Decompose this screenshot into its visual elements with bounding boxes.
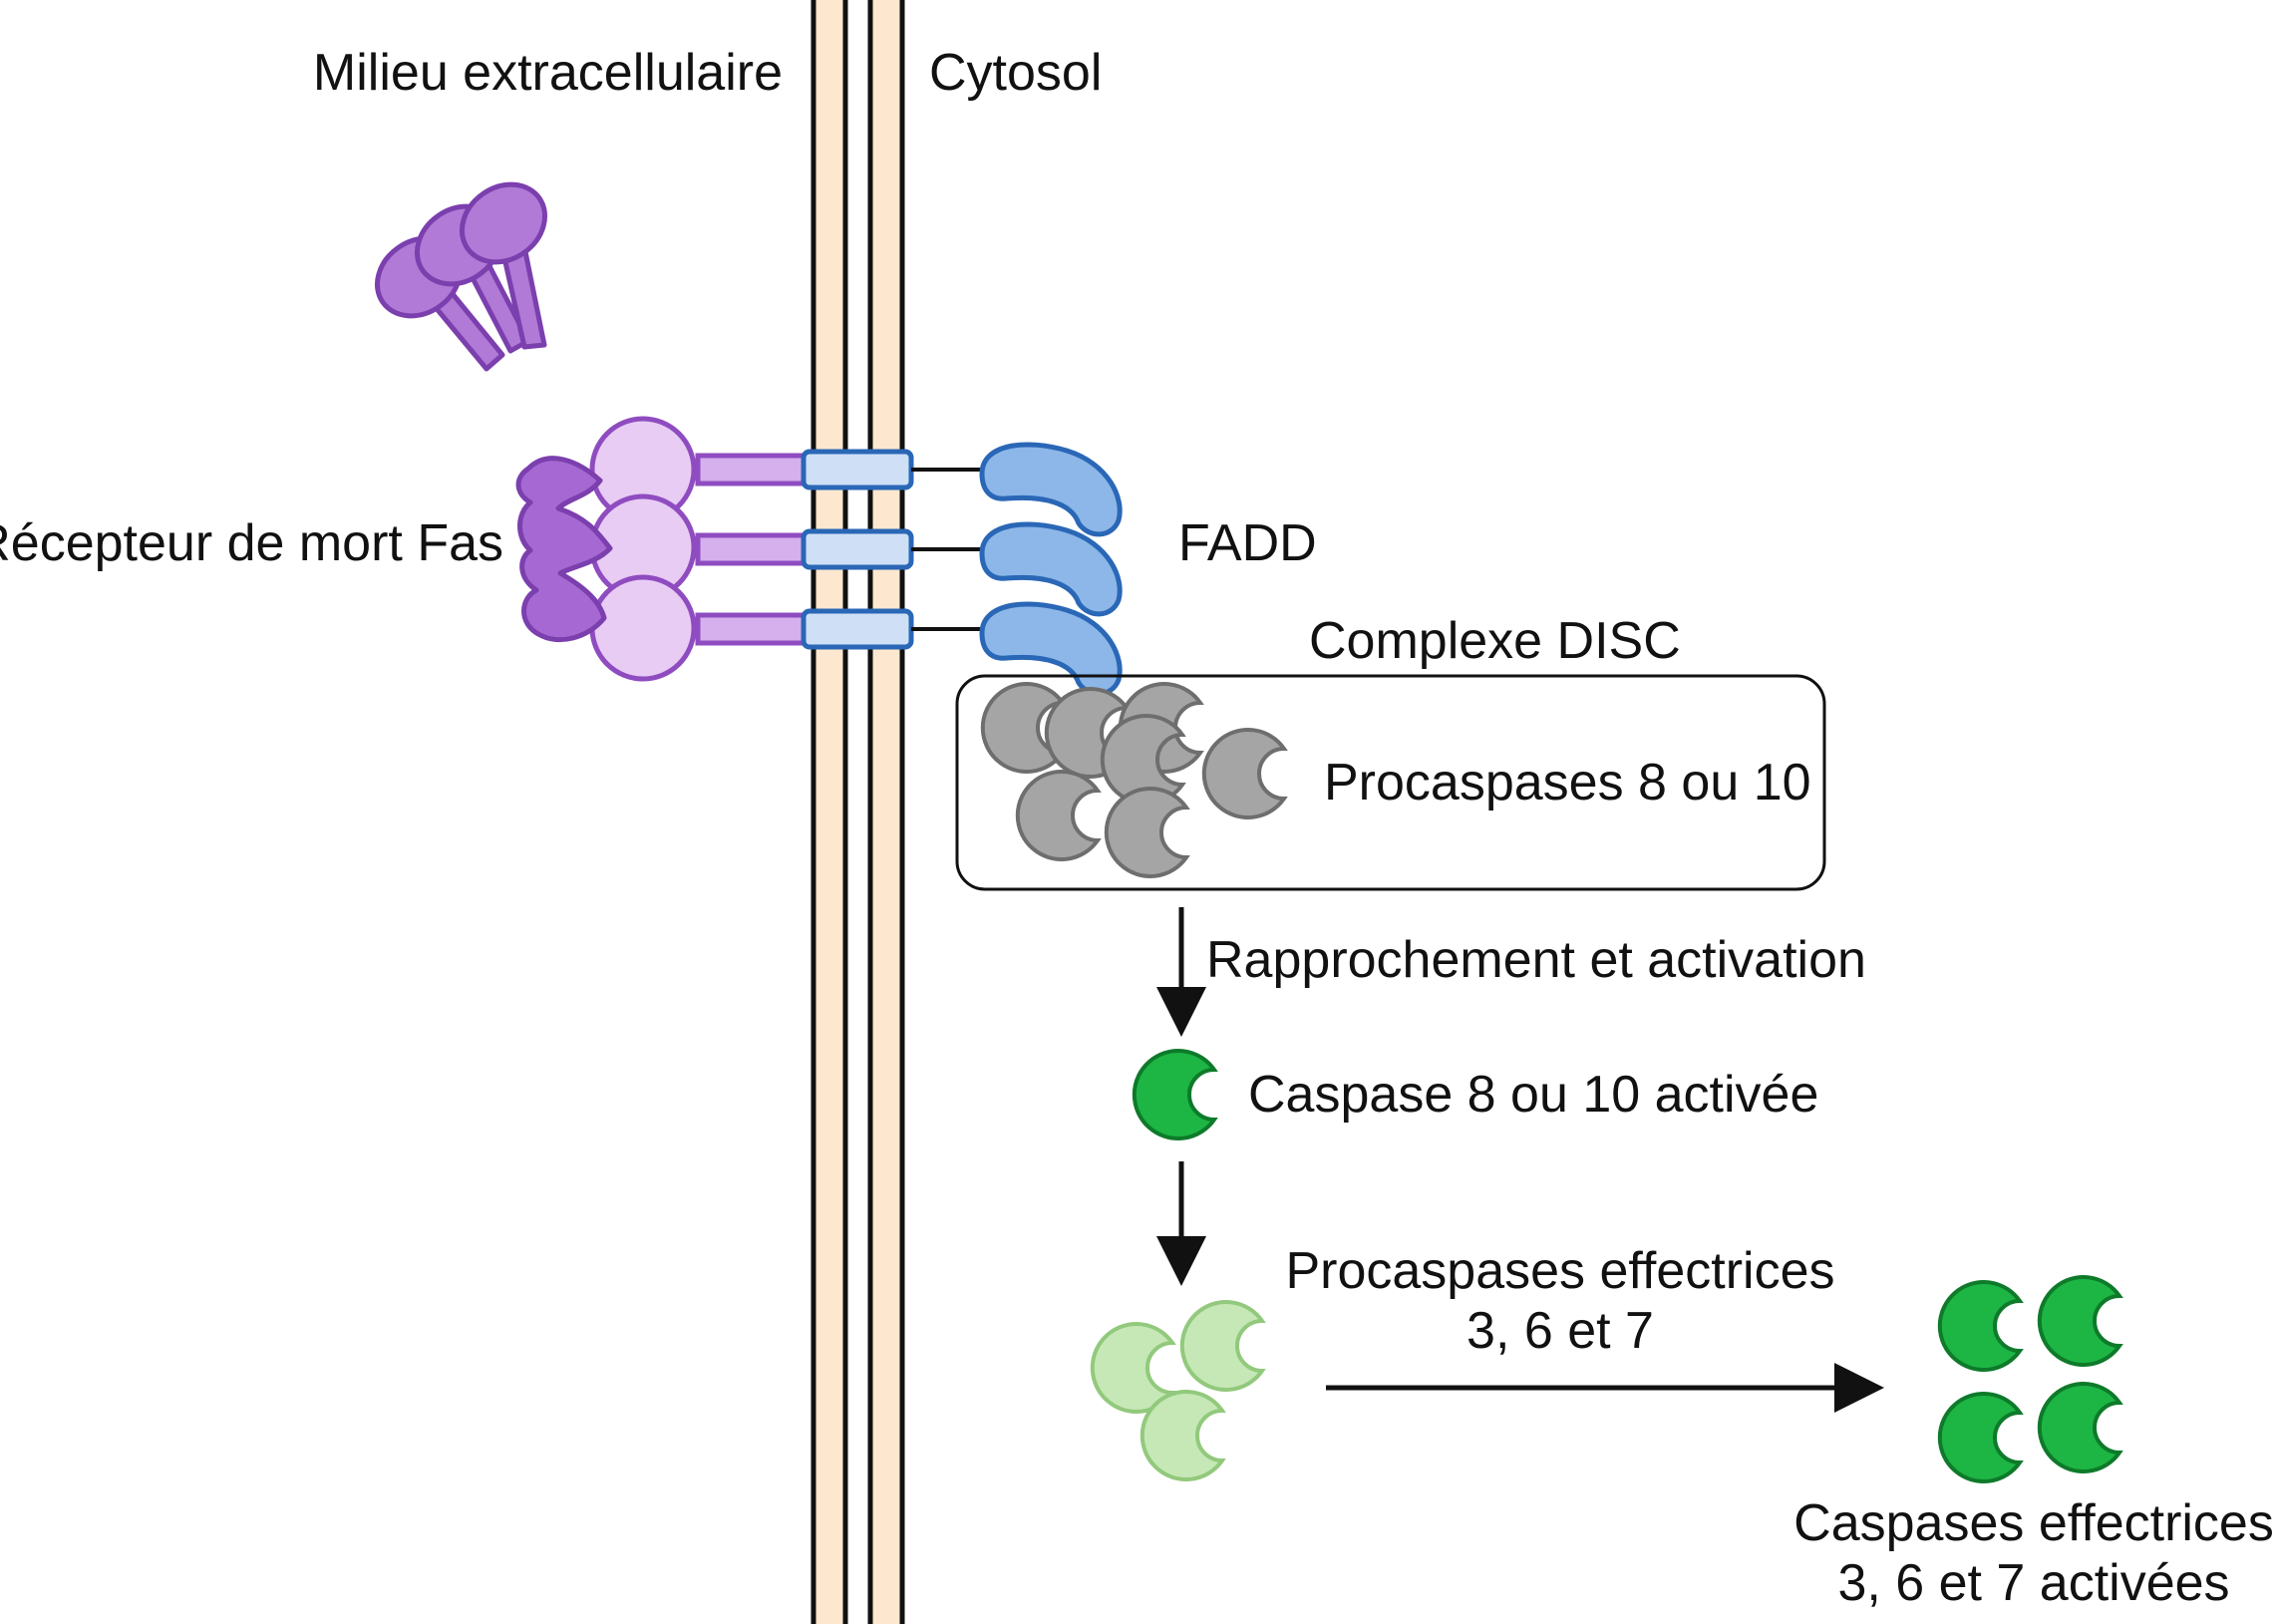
disc-complex-box xyxy=(955,674,1826,891)
cell-membrane xyxy=(811,0,905,1624)
label-activation-step: Rapprochement et activation xyxy=(1206,931,1866,989)
label-procaspases-effector-line1: Procaspases effectrices xyxy=(1285,1242,1834,1300)
label-procaspases-8-10: Procaspases 8 ou 10 xyxy=(1324,754,1811,812)
label-disc-complex: Complexe DISC xyxy=(1309,612,1681,670)
procaspase-8-10-icon xyxy=(980,682,1286,878)
fas-ligand-icon xyxy=(374,181,548,372)
label-caspase-8-10-active: Caspase 8 ou 10 activée xyxy=(1248,1066,1818,1124)
label-procaspases-effector-line2: 3, 6 et 7 xyxy=(1466,1302,1654,1360)
fas-receptor-icon xyxy=(515,416,982,682)
label-fadd: FADD xyxy=(1178,514,1317,572)
procaspase-effector-icon xyxy=(1090,1300,1264,1481)
label-cytosol: Cytosol xyxy=(929,44,1102,102)
caspase-8-10-active-icon xyxy=(1132,1049,1216,1140)
label-caspases-effector-line1: Caspases effectrices xyxy=(1793,1494,2274,1552)
label-fas-receptor: Récepteur de mort Fas xyxy=(0,514,503,572)
label-caspases-effector-line2: 3, 6 et 7 activées xyxy=(1837,1554,2229,1612)
caspase-effector-active-icon xyxy=(1937,1275,2121,1483)
fadd-icon xyxy=(979,442,1123,697)
label-extracellular: Milieu extracellulaire xyxy=(313,44,783,102)
